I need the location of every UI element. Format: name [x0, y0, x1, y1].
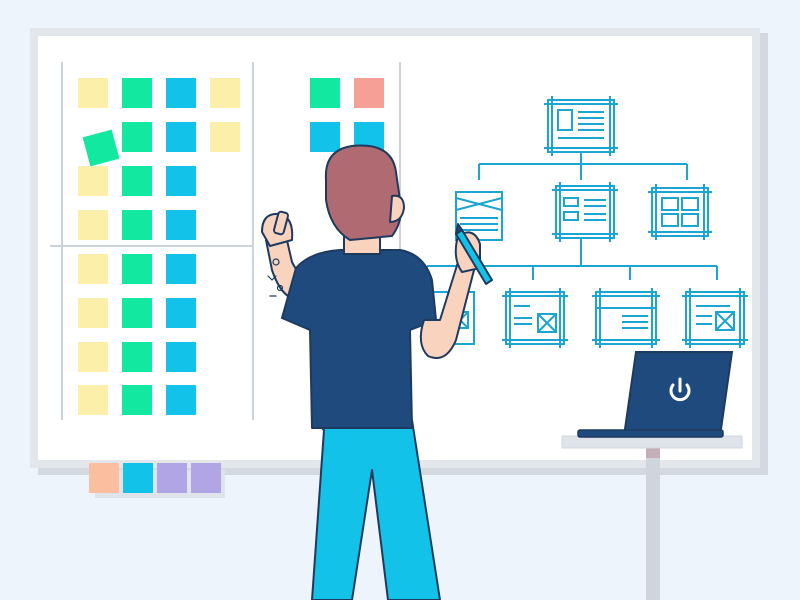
- wireframe-node: [648, 184, 712, 240]
- sticky-note: [122, 78, 152, 108]
- sticky-note: [166, 385, 196, 415]
- pants: [311, 419, 441, 600]
- wireframe-node: [682, 288, 748, 348]
- sticky-note: [78, 210, 108, 240]
- marker-held-left: [272, 210, 290, 236]
- sticky-notes-grid: [78, 78, 384, 415]
- sticky-note: [210, 78, 240, 108]
- sticky-note: [78, 254, 108, 284]
- wireframe-node: [552, 182, 618, 242]
- sticky-note: [166, 122, 196, 152]
- laptop-lid: [622, 351, 734, 437]
- sticky-note: [166, 210, 196, 240]
- sticky-note: [210, 122, 240, 152]
- pen: [455, 223, 493, 285]
- wireframe-node: [592, 288, 660, 348]
- sticky-note: [122, 122, 152, 152]
- hair: [324, 144, 402, 241]
- tray-note: [191, 463, 221, 493]
- right-arm: [419, 261, 475, 359]
- stand-pole: [646, 446, 660, 600]
- sticky-note: [78, 342, 108, 372]
- sticky-note: [122, 298, 152, 328]
- sticky-note: [122, 166, 152, 196]
- sticky-note: [166, 298, 196, 328]
- sticky-note: [166, 254, 196, 284]
- sticky-note: [122, 254, 152, 284]
- sticky-note: [78, 385, 108, 415]
- sticky-note: [310, 78, 340, 108]
- tray-note: [89, 463, 119, 493]
- person-drawing: [261, 144, 493, 600]
- sticky-note: [354, 78, 384, 108]
- tilted-sticky-note: [82, 129, 120, 167]
- stand-shelf: [561, 435, 743, 449]
- sticky-note: [122, 342, 152, 372]
- arm-tattoo: [267, 258, 284, 297]
- sticky-note: [122, 210, 152, 240]
- power-icon: [669, 377, 691, 402]
- ear: [389, 194, 405, 223]
- sticky-note: [122, 385, 152, 415]
- wireframe-node-root: [544, 96, 618, 156]
- sitemap-wireframe: [426, 96, 748, 348]
- sticky-note: [78, 78, 108, 108]
- wireframe-node: [502, 288, 568, 348]
- sticky-note: [310, 122, 340, 152]
- laptop: [577, 351, 734, 438]
- tray-note: [157, 463, 187, 493]
- sticky-note: [166, 166, 196, 196]
- sticky-note: [78, 298, 108, 328]
- sticky-note: [166, 78, 196, 108]
- sticky-note: [78, 166, 108, 196]
- sticky-note: [166, 342, 196, 372]
- laptop-base: [577, 429, 724, 438]
- tray-note: [123, 463, 153, 493]
- shirt: [281, 249, 437, 429]
- marker-tray: [89, 463, 225, 498]
